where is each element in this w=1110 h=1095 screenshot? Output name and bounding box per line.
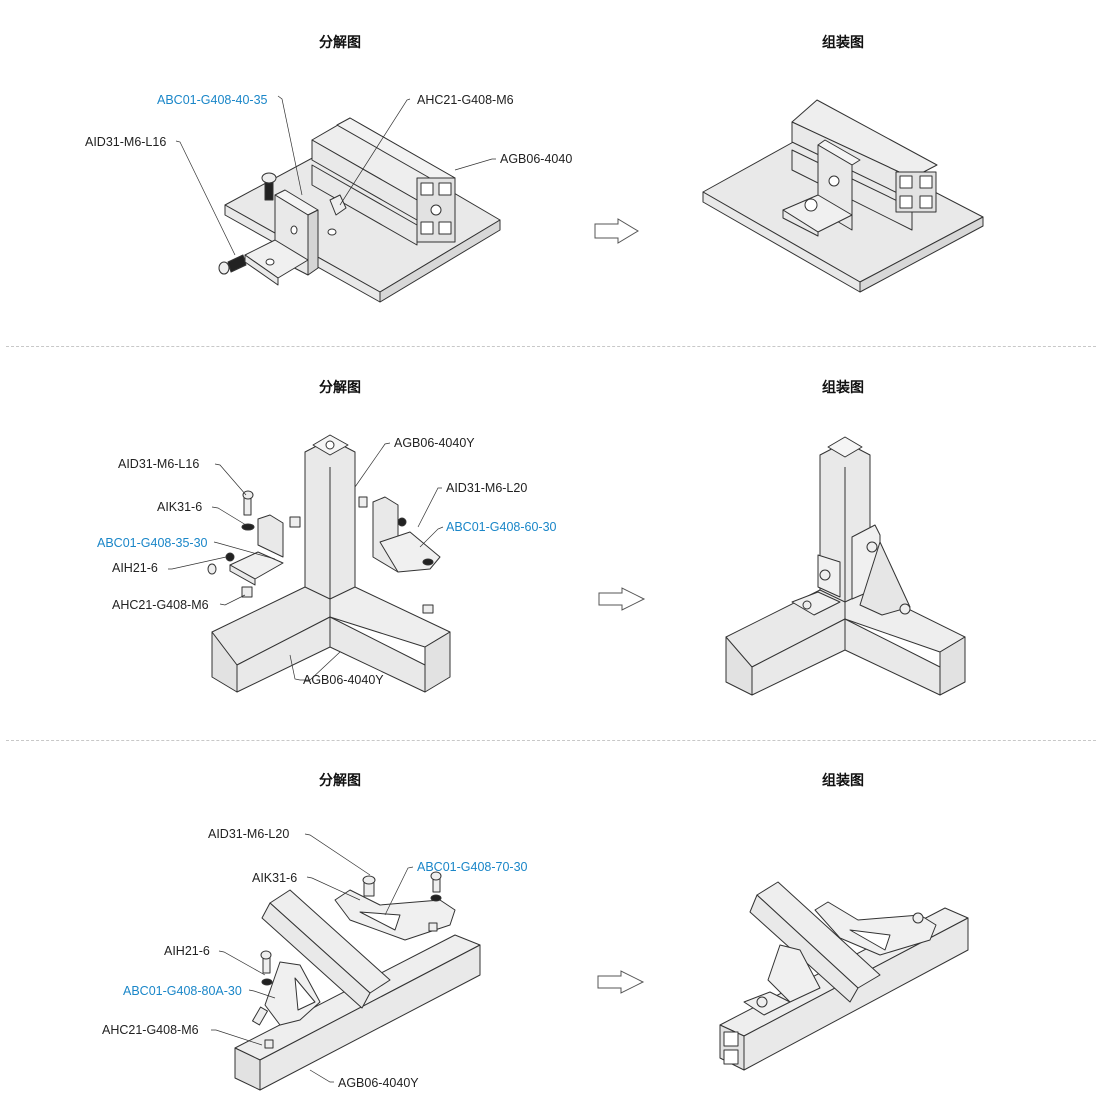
t-nut [329, 194, 347, 216]
exploded-view-heading: 分解图 [319, 380, 361, 396]
label-profile-agb06-4040y-bottom: AGB06-4040Y [303, 673, 384, 687]
bracket-left [264, 961, 321, 1026]
label-tnut-ahc21: AHC21-G408-M6 [102, 1023, 199, 1037]
section-1-right-angle-plate: 分解图 组装图 [0, 0, 1110, 347]
section-divider [6, 346, 1096, 347]
assembled-view-heading: 组装图 [822, 380, 864, 396]
exploded-diagram-2 [168, 434, 451, 693]
label-spring-washer-aih21-6: AIH21-6 [112, 561, 158, 575]
section-2-three-way-corner: 分解图 组装图 [0, 347, 1110, 741]
section-3-angled-brace: 分解图 组装图 [0, 740, 1110, 1095]
label-bolt-aid31-m6-l16: AID31-M6-L16 [85, 135, 167, 149]
assembled-diagram-2 [725, 436, 966, 696]
exploded-diagram-3 [211, 833, 481, 1091]
label-bracket-abc01-g408-70-30: ABC01-G408-70-30 [417, 860, 528, 874]
label-bolt-aid31-m6-l16: AID31-M6-L16 [118, 457, 200, 471]
exploded-view-heading: 分解图 [319, 773, 361, 789]
assembled-diagram-3 [719, 881, 969, 1071]
label-profile-agb06-4040y: AGB06-4040Y [338, 1076, 419, 1090]
label-bracket-abc01-g408-60-30: ABC01-G408-60-30 [446, 520, 557, 534]
label-bolt-aid31-m6-l20: AID31-M6-L20 [208, 827, 290, 841]
label-bolt-aid31-m6-l20: AID31-M6-L20 [446, 481, 528, 495]
label-tnut-ahc21: AHC21-G408-M6 [112, 598, 209, 612]
exploded-view-heading: 分解图 [319, 35, 361, 51]
right-arrow-icon [597, 970, 645, 994]
label-bracket-abc01-g408-40-35: ABC01-G408-40-35 [157, 93, 268, 107]
label-spring-washer-aih21-6: AIH21-6 [164, 944, 210, 958]
assembled-view-heading: 组装图 [822, 773, 864, 789]
label-bracket-abc01-g408-35-30: ABC01-G408-35-30 [97, 536, 208, 550]
label-washer-aik31-6: AIK31-6 [252, 871, 298, 885]
label-bracket-abc01-g408-80a-30: ABC01-G408-80A-30 [123, 984, 242, 998]
label-tnut-ahc21: AHC21-G408-M6 [417, 93, 514, 107]
bolt-horizontal [227, 254, 247, 273]
label-profile-agb06-4040: AGB06-4040 [500, 152, 573, 166]
label-washer-aik31-6: AIK31-6 [157, 500, 203, 514]
right-arrow-icon [598, 587, 646, 611]
assembled-diagram-1 [702, 99, 984, 293]
right-arrow-icon [594, 218, 639, 244]
assembled-view-heading: 组装图 [822, 35, 864, 51]
section-divider [6, 740, 1096, 741]
exploded-diagram-1 [175, 95, 501, 303]
label-profile-agb06-4040y-top: AGB06-4040Y [394, 436, 475, 450]
bracket-left [257, 514, 284, 558]
